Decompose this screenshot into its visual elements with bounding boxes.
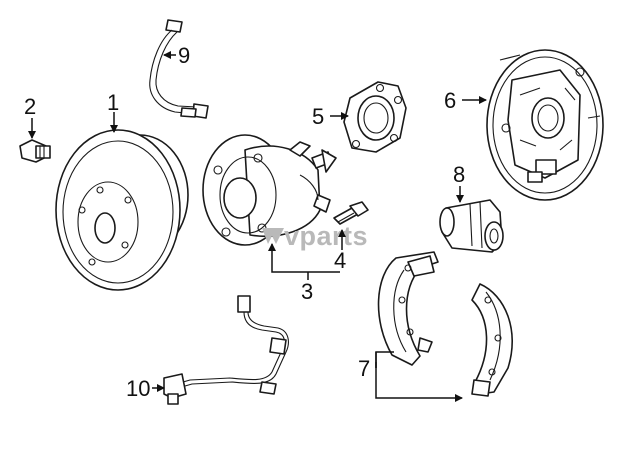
hub-bearing-assembly [202,134,337,246]
brake-shoes [377,251,513,397]
brake-drum [55,129,189,291]
callout-9: 9 [178,43,190,68]
callout-1: 1 [107,90,119,115]
callout-10: 10 [126,376,150,401]
wheel-stud [19,139,51,163]
leader-lines [28,51,487,402]
mounting-plate [343,81,407,153]
brake-hose [149,19,209,119]
hub-bolt [333,201,369,225]
callout-4: 4 [334,248,346,273]
vparts-watermark: vparts [262,221,368,251]
callout-7: 7 [358,356,370,381]
watermark-text: vparts [284,221,368,251]
callout-2: 2 [24,94,36,119]
vparts-logo-icon [262,228,284,244]
abs-sensor [163,295,289,405]
callout-3: 3 [301,279,313,304]
callout-8: 8 [453,162,465,187]
callout-5: 5 [312,104,324,129]
wheel-cylinder [439,199,504,253]
backing-plate [486,49,604,201]
callout-6: 6 [444,88,456,113]
callout-labels: 9 2 1 5 6 8 4 3 7 10 [24,43,465,401]
